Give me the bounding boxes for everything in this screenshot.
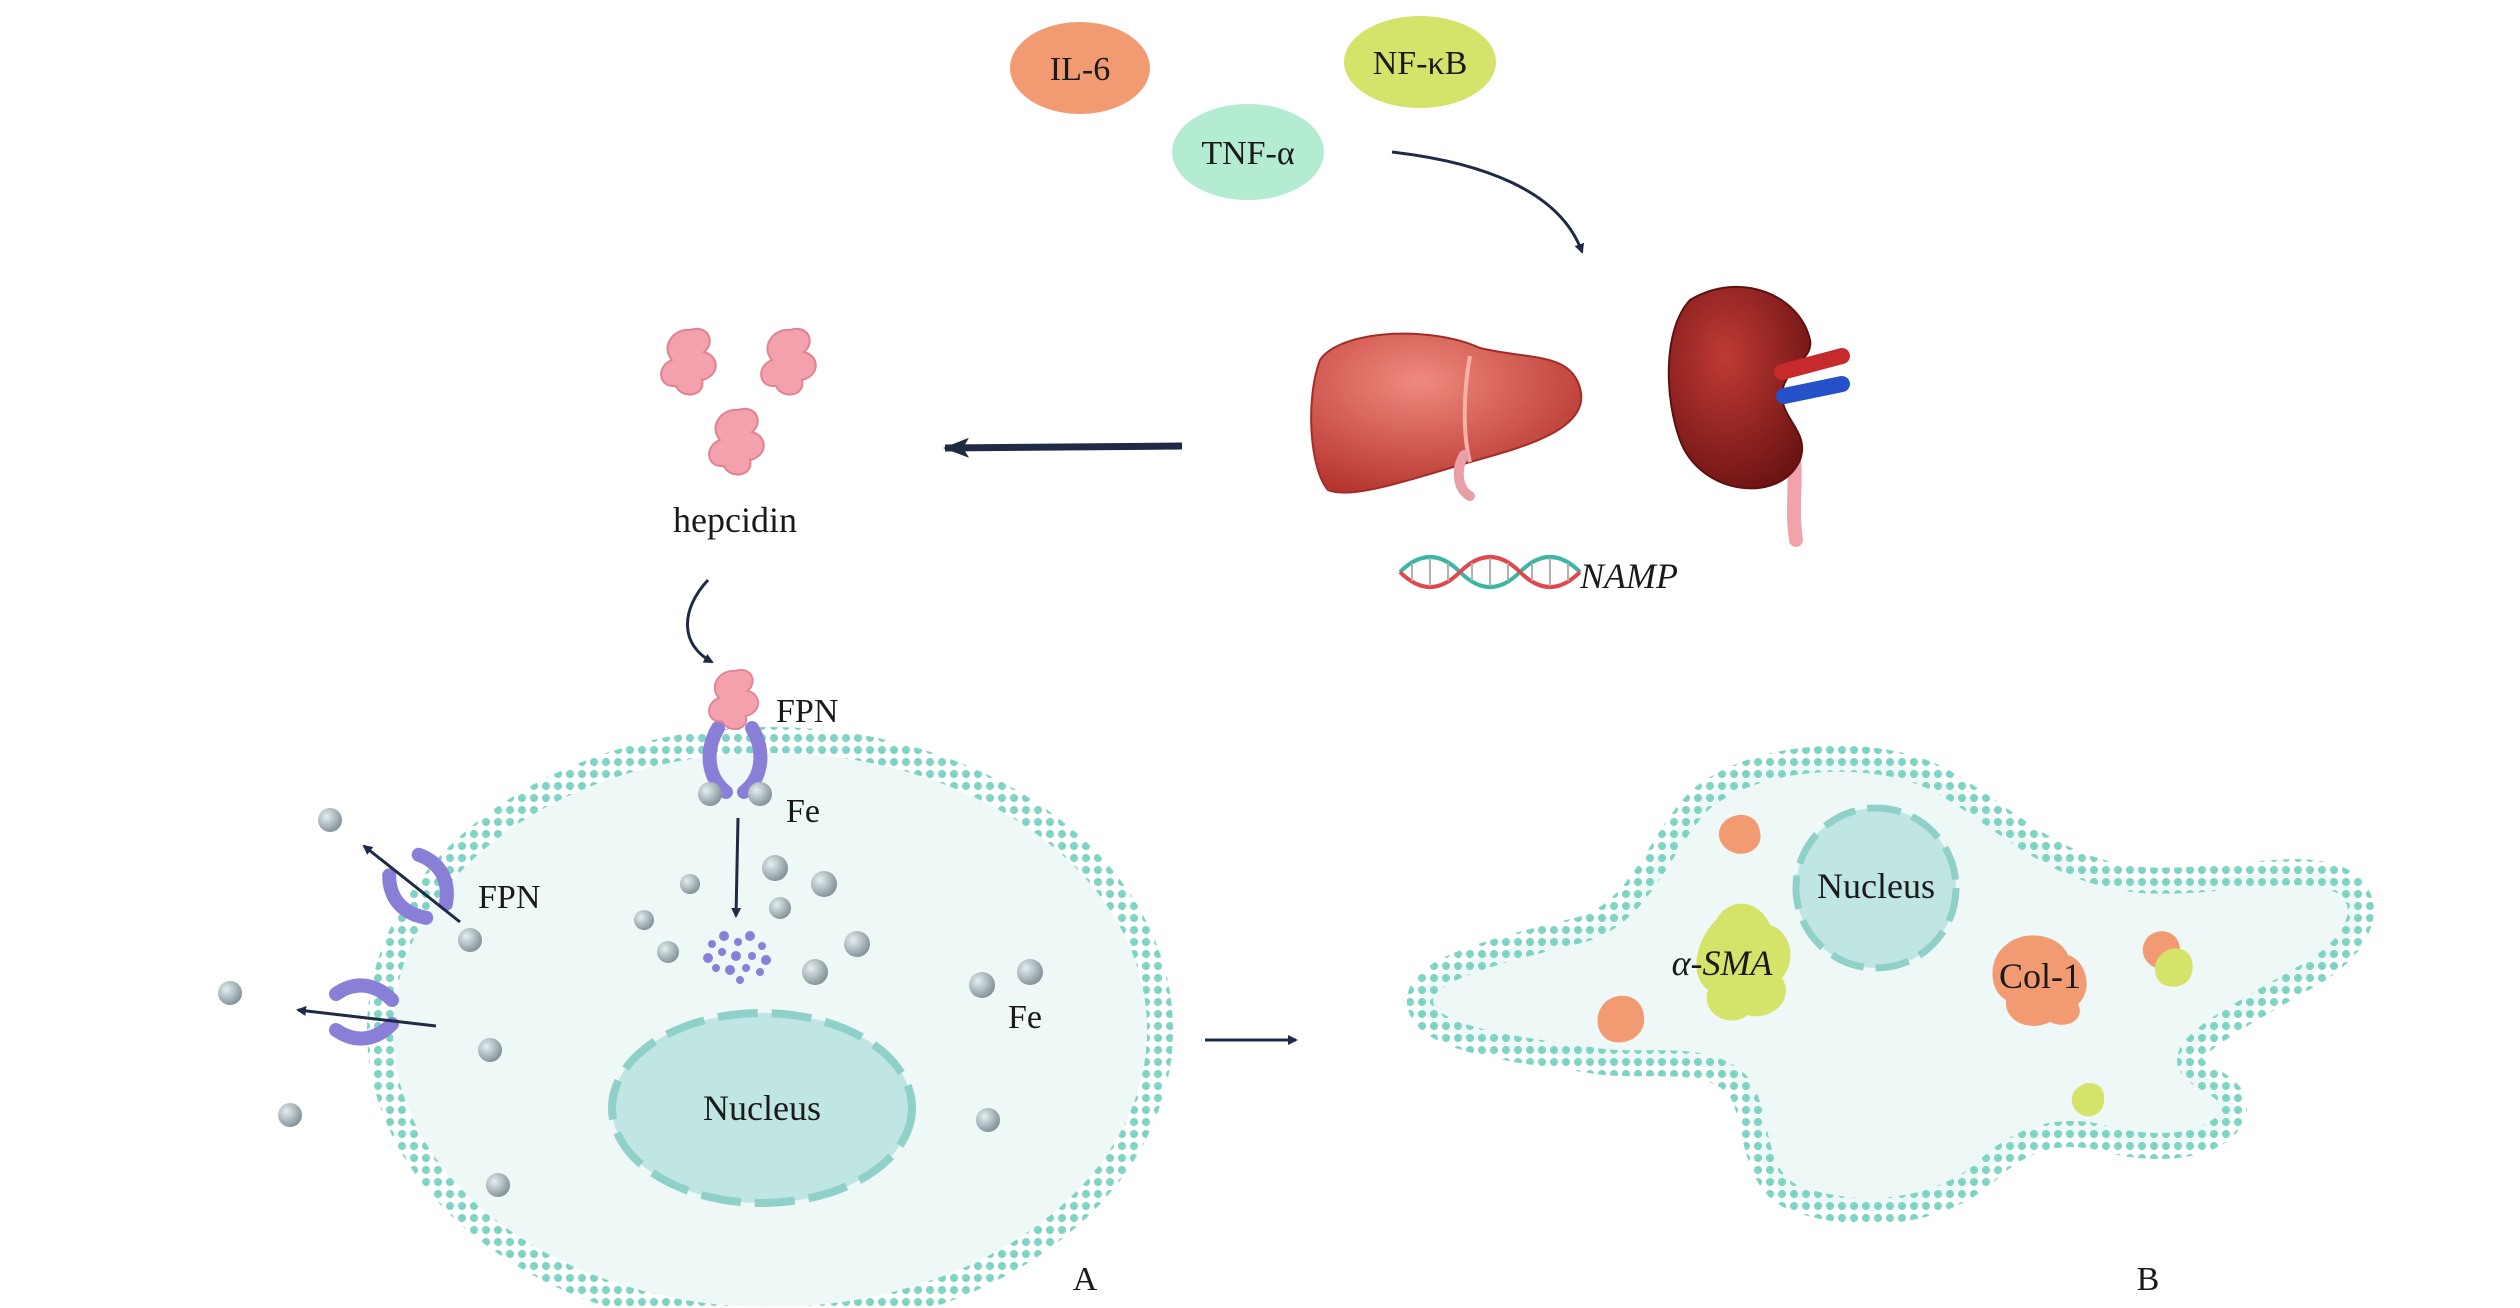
fpn-side-transporter-upper bbox=[382, 847, 454, 925]
fe-inside-label: Fe bbox=[1008, 999, 1042, 1036]
tnfa-label: TNF-α bbox=[1201, 135, 1295, 172]
kidney-icon bbox=[1667, 285, 1850, 547]
panel-letter-b: B bbox=[2137, 1261, 2160, 1298]
arrow-iron-export-lower bbox=[296, 1005, 437, 1028]
arrow-organs-to-hepcidin bbox=[943, 437, 1183, 458]
nfkb-label: NF-κB bbox=[1373, 45, 1468, 82]
asma-protein bbox=[1696, 903, 1791, 1021]
fe-top-label: Fe bbox=[786, 793, 820, 830]
iron-particles bbox=[218, 782, 1043, 1197]
fpn-top-label: FPN bbox=[776, 693, 838, 730]
arrow-hepcidin-to-fpn bbox=[686, 578, 714, 664]
cell-a-nucleus-label: Nucleus bbox=[703, 1088, 821, 1128]
cell-b-membrane bbox=[1407, 745, 2374, 1225]
il6-bubble: IL-6 bbox=[1010, 22, 1150, 114]
cell-b-nucleus: Nucleus bbox=[1792, 804, 1960, 972]
hepcidin-bound-fpn bbox=[708, 669, 760, 731]
fpn-side-label: FPN bbox=[478, 879, 540, 916]
dna-icon bbox=[1398, 555, 1582, 589]
hepcidin-molecules bbox=[660, 327, 817, 476]
il6-label: IL-6 bbox=[1050, 51, 1110, 88]
cell-a-nucleus: Nucleus bbox=[608, 1009, 916, 1207]
col1-protein bbox=[1992, 935, 2087, 1026]
arrow-cytokines-to-organs bbox=[1391, 150, 1585, 254]
small-proteins bbox=[1597, 814, 2193, 1117]
fpn-top-transporter bbox=[702, 721, 768, 799]
arrow-iron-export-upper bbox=[362, 844, 461, 924]
tnfa-bubble: TNF-α bbox=[1172, 104, 1324, 200]
nfkb-bubble: NF-κB bbox=[1344, 16, 1496, 108]
arrow-iron-inward bbox=[731, 817, 742, 918]
iron-cluster bbox=[703, 931, 771, 984]
asma-label: α-SMA bbox=[1672, 943, 1774, 983]
fpn-side-transporter-lower bbox=[329, 978, 399, 1046]
hepcidin-label: hepcidin bbox=[673, 500, 797, 540]
panel-letter-a: A bbox=[1073, 1261, 1098, 1298]
liver-icon bbox=[1310, 332, 1583, 501]
col1-label: Col-1 bbox=[1999, 956, 2081, 996]
namp-gene-label: NAMP bbox=[1579, 556, 1678, 596]
cell-b-nucleus-label: Nucleus bbox=[1817, 866, 1935, 906]
